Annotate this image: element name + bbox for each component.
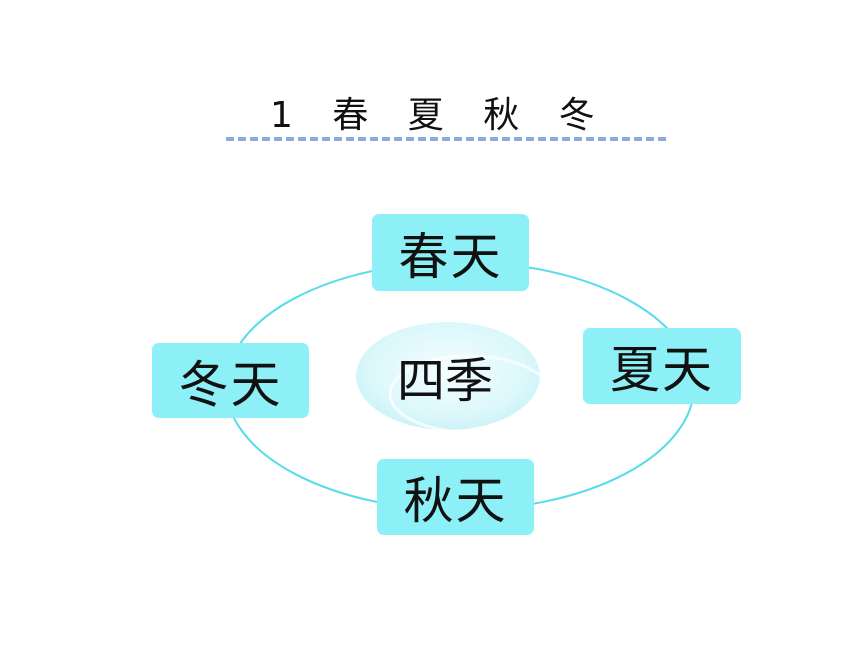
season-label-winter: 冬天 xyxy=(178,355,283,414)
center-label: 四季 xyxy=(396,353,493,409)
season-label-spring: 春天 xyxy=(398,227,503,286)
season-box-autumn: 秋天 xyxy=(377,459,534,535)
center-ellipse xyxy=(356,322,540,430)
season-box-summer: 夏天 xyxy=(583,328,741,404)
season-label-autumn: 秋天 xyxy=(403,472,508,530)
season-box-spring: 春天 xyxy=(372,214,529,291)
title-divider xyxy=(226,137,666,141)
season-label-summer: 夏天 xyxy=(610,341,714,399)
season-box-winter: 冬天 xyxy=(152,343,309,418)
page-title: 1 春 夏 秋 冬 xyxy=(270,95,609,136)
center-ellipse-highlight xyxy=(388,354,552,434)
